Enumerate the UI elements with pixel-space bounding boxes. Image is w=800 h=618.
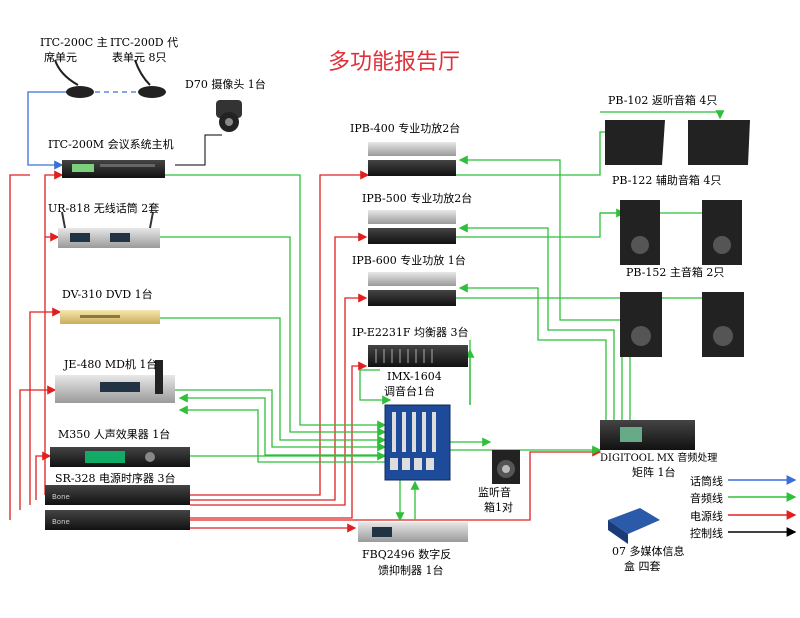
label-ur818: UR-818 无线话筒 2套 (48, 202, 160, 215)
main-speaker-left (620, 292, 662, 357)
page-title: 多功能报告厅 (328, 50, 461, 75)
label-media-line2: 盒 四套 (624, 560, 661, 573)
md-player (55, 360, 175, 403)
label-monitor-line2: 箱1对 (484, 501, 513, 514)
label-monitor-line1: 监听音 (478, 486, 511, 499)
media-box (608, 508, 660, 544)
label-sr328: SR-328 电源时序器 3台 (55, 472, 176, 485)
label-je480: JE-480 MD机 1台 (64, 358, 158, 371)
label-itc200d-line2: 表单元 8只 (112, 51, 167, 64)
label-d70: D70 摄像头 1台 (185, 78, 266, 91)
control-line (175, 134, 222, 166)
label-pb122: PB-122 辅助音箱 4只 (612, 174, 722, 187)
mic-lines (27, 91, 150, 170)
label-pb102: PB-102 返听音箱 4只 (608, 94, 718, 107)
delegate-mic-icon (134, 59, 166, 98)
label-itc200m: ITC-200M 会议系统主机 (48, 138, 174, 151)
dvd-player (60, 310, 160, 324)
amplifier-ipb400 (368, 142, 456, 176)
monitor-speaker (492, 450, 520, 484)
label-fbq-line2: 馈抑制器 1台 (378, 564, 444, 577)
legend-label-power: 电源线 (690, 510, 723, 523)
return-speaker-left (605, 120, 665, 165)
label-itc200c-line1: ITC-200C 主 (40, 36, 108, 49)
legend-label-control: 控制线 (690, 527, 723, 540)
svg-text:Bone: Bone (52, 518, 70, 526)
label-itc200d-line1: ITC-200D 代 (110, 36, 179, 49)
power-sequencer: Bone Bone (45, 485, 190, 530)
label-dv310: DV-310 DVD 1台 (62, 288, 153, 301)
label-pb152: PB-152 主音箱 2只 (626, 266, 725, 279)
chairman-mic-icon (54, 59, 94, 98)
power-lines (9, 170, 602, 533)
label-ipe2231f: IP-E2231F 均衡器 3台 (352, 326, 469, 339)
label-fbq-line1: FBQ2496 数字反 (362, 548, 452, 561)
label-m350: M350 人声效果器 1台 (58, 428, 171, 441)
effects-processor (50, 447, 190, 467)
label-media-line1: 07 多媒体信息 (612, 545, 685, 558)
svg-text:Bone: Bone (52, 493, 70, 501)
aux-speaker-right (702, 200, 742, 265)
label-ipb500: IPB-500 专业功放2台 (362, 192, 473, 205)
legend-label-audio: 音频线 (690, 492, 723, 505)
mixer-console (384, 404, 451, 481)
main-speaker-right (702, 292, 744, 357)
amplifier-ipb600 (368, 272, 456, 306)
label-imx1604-line2: 调音台1台 (384, 385, 435, 398)
conference-host-device (62, 160, 165, 178)
feedback-suppressor (358, 522, 468, 542)
equalizer (368, 345, 468, 367)
aux-speaker-left (620, 200, 660, 265)
label-digitool-line1: DIGITOOL MX 音频处理 (600, 453, 718, 464)
legend (728, 475, 797, 537)
label-itc200c-line2: 席单元 (44, 51, 77, 64)
wireless-mic-receiver (58, 211, 160, 248)
label-digitool-line2: 矩阵 1台 (632, 466, 676, 479)
audio-matrix (600, 420, 695, 450)
label-ipb400: IPB-400 专业功放2台 (350, 122, 461, 135)
camera-icon (216, 100, 242, 132)
amplifier-ipb500 (368, 210, 456, 244)
return-speaker-right (688, 120, 750, 165)
legend-label-mic: 话筒线 (690, 475, 723, 488)
label-ipb600: IPB-600 专业功放 1台 (352, 254, 466, 267)
label-imx1604-line1: IMX-1604 (387, 370, 442, 383)
